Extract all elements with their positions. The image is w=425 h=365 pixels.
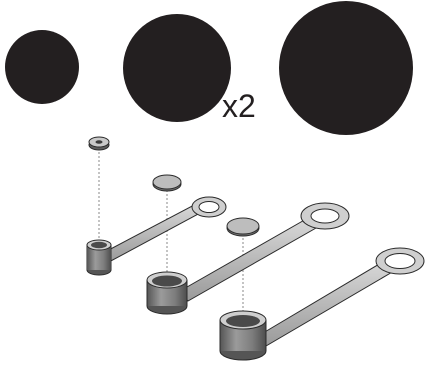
cap-1 xyxy=(152,174,182,192)
small-disc xyxy=(5,30,79,104)
small-washer xyxy=(88,136,110,151)
medium-disc xyxy=(123,14,231,122)
quantity-label: x2 xyxy=(222,88,256,124)
part-small xyxy=(86,196,227,276)
large-disc xyxy=(279,1,413,135)
cap-2 xyxy=(226,217,260,237)
part-medium xyxy=(146,202,350,315)
part-large xyxy=(219,247,425,361)
